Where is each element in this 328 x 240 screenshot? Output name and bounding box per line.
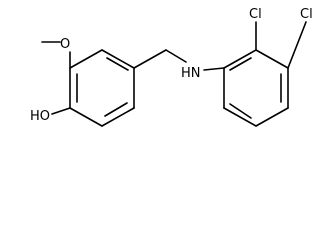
bond — [165, 49, 187, 63]
chlorine-label: Cl — [249, 7, 262, 22]
amine-label: HN — [181, 66, 201, 81]
bond — [203, 67, 225, 71]
bond — [101, 107, 135, 127]
chlorine-label: Cl — [300, 7, 313, 22]
bond — [101, 49, 135, 69]
double-bond-inner — [229, 103, 252, 119]
hydroxyl-label: HO — [30, 109, 50, 124]
bond — [255, 107, 289, 127]
double-bond-inner — [104, 102, 128, 117]
bond — [223, 107, 257, 127]
bond — [255, 49, 289, 69]
bond — [133, 49, 167, 69]
bond — [223, 49, 257, 69]
double-bond-inner — [229, 57, 252, 71]
chemical-structure: O HO HN Cl Cl — [30, 7, 313, 127]
bond — [69, 107, 103, 127]
bond — [51, 107, 71, 115]
methoxy-oxygen-label: O — [60, 37, 70, 52]
bond — [69, 49, 103, 69]
bond — [287, 21, 307, 69]
double-bond-inner — [106, 57, 129, 71]
